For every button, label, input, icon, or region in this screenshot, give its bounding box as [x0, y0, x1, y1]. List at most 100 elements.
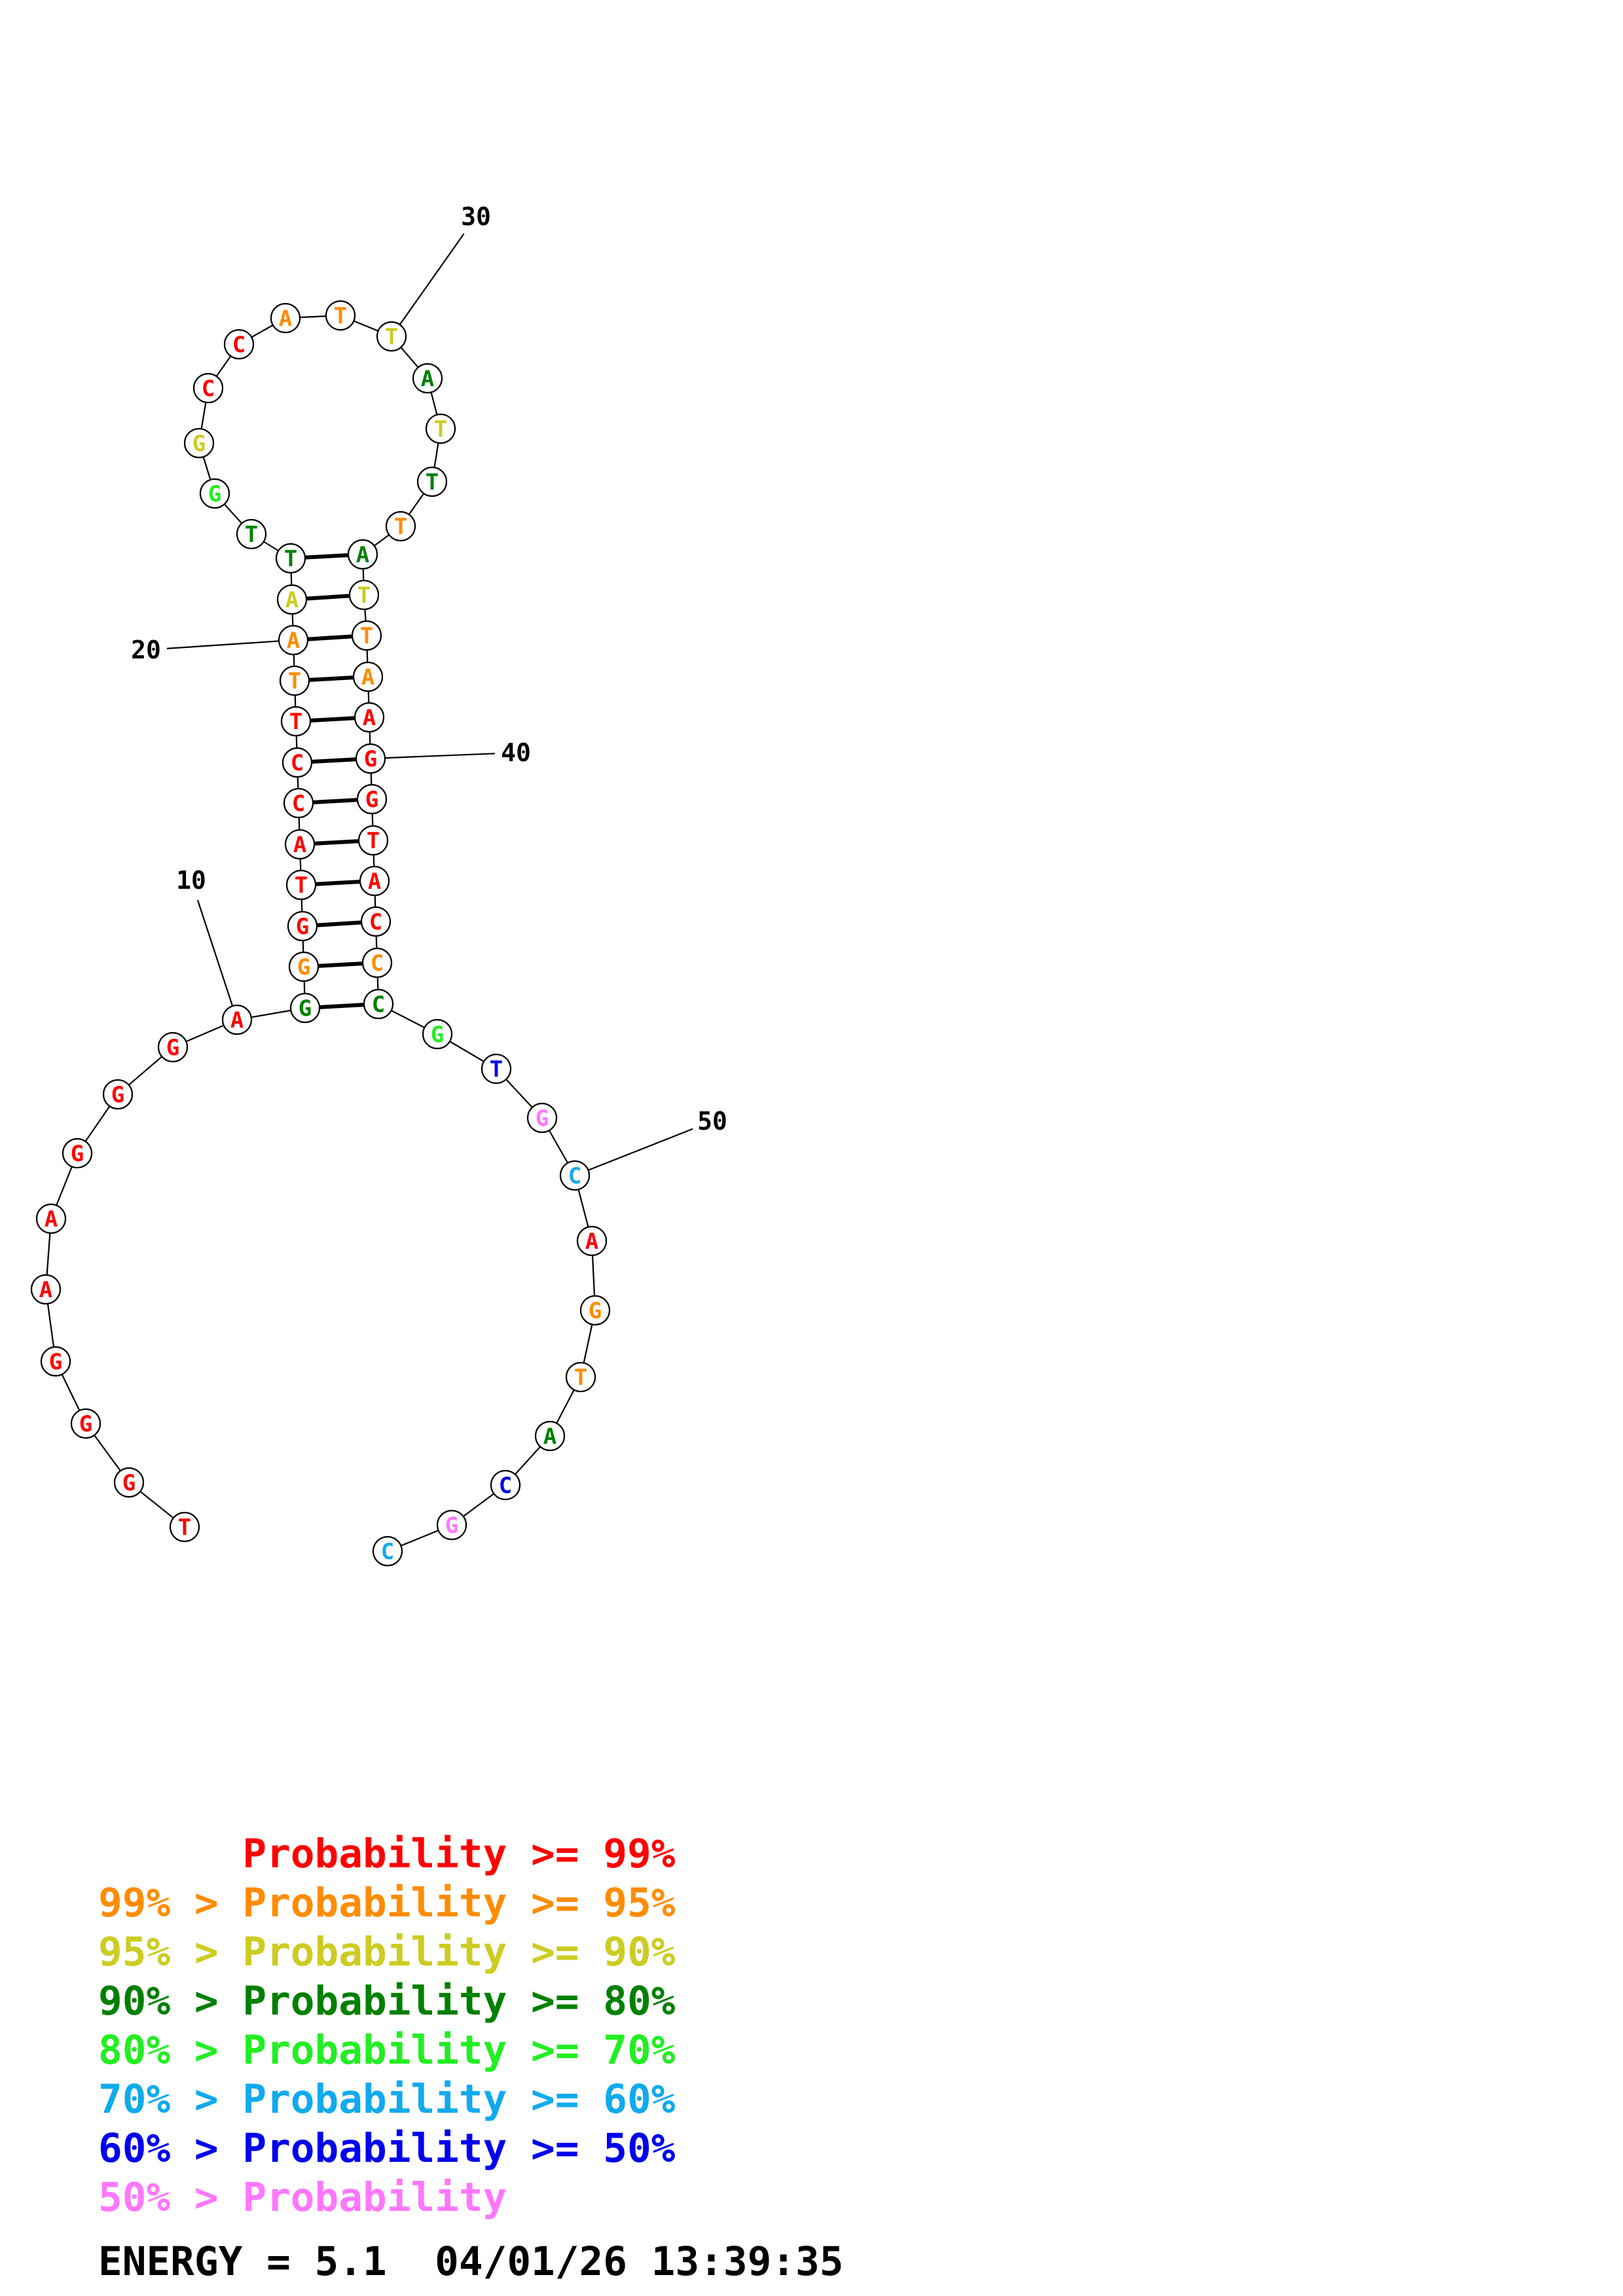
- nucleotide-letter-29: T: [334, 303, 347, 329]
- nucleotide-56: G: [436, 1509, 467, 1541]
- nucleotide-letter-31: A: [421, 366, 434, 392]
- nucleotide-7: G: [62, 1138, 93, 1169]
- nucleotide-36: T: [348, 579, 380, 611]
- nucleotide-49: G: [526, 1102, 558, 1134]
- legend-line-prob-60: 70% > Probability >= 60%: [98, 2076, 676, 2123]
- position-label-40: 40: [501, 738, 531, 767]
- nucleotide-35: A: [347, 539, 378, 570]
- nucleotide-48: T: [481, 1053, 512, 1085]
- nucleotide-circle-34: [385, 511, 416, 542]
- nucleotide-3: G: [70, 1408, 101, 1439]
- base-pair-16-41: [312, 798, 358, 804]
- nucleotide-letter-55: C: [499, 1473, 512, 1499]
- nucleotide-letter-36: T: [357, 583, 371, 609]
- nucleotide-circle-3: [70, 1408, 101, 1439]
- legend-line-prob-70: 80% > Probability >= 70%: [98, 2027, 676, 2073]
- nucleotide-letter-15: A: [293, 832, 306, 858]
- nucleotide-22: T: [275, 543, 306, 574]
- nucleotide-letter-6: A: [45, 1206, 58, 1232]
- nucleotide-circle-11: [289, 992, 321, 1024]
- nucleotide-circle-27: [223, 329, 255, 360]
- legend-line-prob-95: 99% > Probability >= 95%: [98, 1880, 676, 1926]
- base-pair-12-45: [318, 961, 363, 968]
- nucleotide-50: C: [559, 1160, 591, 1191]
- nucleotide-letter-53: T: [574, 1365, 587, 1391]
- base-pair-18-39: [310, 716, 356, 723]
- nucleotide-circle-15: [284, 829, 316, 860]
- nucleotide-circle-45: [361, 947, 393, 978]
- nucleotide-30: T: [376, 321, 407, 352]
- nucleotide-37: T: [351, 620, 382, 651]
- nucleotide-29: T: [325, 300, 356, 331]
- nucleotide-letter-1: T: [178, 1515, 191, 1541]
- base-pair-17-40: [311, 757, 357, 764]
- nucleotide-circle-13: [287, 910, 318, 942]
- nucleotide-53: T: [565, 1361, 596, 1393]
- nucleotide-letter-24: G: [208, 481, 221, 507]
- base-pair-19-38: [308, 675, 354, 682]
- nucleotide-57: C: [372, 1535, 403, 1567]
- energy-timestamp-label: ENERGY = 5.1 04/01/26 13:39:35: [98, 2238, 844, 2285]
- nucleotide-circle-23: [236, 518, 267, 550]
- legend-line-prob-90: 95% > Probability >= 90%: [98, 1929, 676, 1975]
- nucleotide-letter-50: C: [568, 1163, 581, 1189]
- nucleotide-letter-19: T: [288, 668, 301, 694]
- nucleotide-13: G: [287, 910, 318, 942]
- nucleotide-letter-26: C: [202, 376, 215, 402]
- nucleotide-45: C: [361, 947, 393, 978]
- nucleotide-14: T: [285, 869, 317, 901]
- nucleotide-letter-34: T: [394, 514, 407, 540]
- nucleotide-circle-10: [221, 1004, 253, 1035]
- nucleotide-6: A: [35, 1203, 67, 1234]
- nucleotide-circle-24: [199, 478, 230, 509]
- nucleotide-letter-11: G: [299, 996, 312, 1022]
- nucleotide-letter-33: T: [426, 469, 439, 495]
- nucleotide-circle-8: [102, 1079, 134, 1110]
- legend-line-prob-80: 90% > Probability >= 80%: [98, 1978, 676, 2024]
- nucleotide-letter-37: T: [360, 623, 373, 649]
- nucleotide-letter-51: A: [585, 1229, 598, 1255]
- nucleotide-circle-52: [579, 1295, 611, 1326]
- nucleotide-27: C: [223, 329, 255, 360]
- nucleotide-31: A: [412, 363, 443, 394]
- nucleotide-12: G: [288, 951, 319, 982]
- nucleotide-40: G: [355, 743, 386, 774]
- nucleotide-circle-53: [565, 1361, 596, 1393]
- nucleotide-letter-9: G: [166, 1035, 179, 1061]
- nucleotide-letter-2: G: [122, 1470, 136, 1496]
- nucleotide-circle-33: [416, 466, 448, 497]
- nucleotide-letter-39: A: [363, 705, 376, 731]
- nucleotide-circle-7: [62, 1138, 93, 1169]
- nucleotide-circle-39: [354, 702, 385, 733]
- position-label-10: 10: [176, 866, 206, 895]
- nucleotide-circle-55: [490, 1469, 521, 1501]
- legend-line-prob-50: 60% > Probability >= 50%: [98, 2125, 676, 2172]
- nucleotide-circle-26: [192, 372, 224, 404]
- nucleotide-42: T: [357, 825, 389, 856]
- nucleotide-39: A: [354, 702, 385, 733]
- base-pair-20-37: [307, 634, 353, 641]
- nucleotide-letter-49: G: [536, 1105, 549, 1132]
- nucleotide-letter-48: T: [490, 1056, 503, 1083]
- nucleotide-11: G: [289, 992, 321, 1024]
- nucleotide-letter-52: G: [589, 1298, 602, 1324]
- nucleotide-circle-46: [363, 988, 394, 1020]
- nucleotide-2: G: [113, 1467, 145, 1498]
- nucleotide-18: T: [280, 706, 312, 737]
- nucleotide-24: G: [199, 478, 230, 509]
- nucleotide-circle-25: [183, 427, 215, 459]
- nucleotide-letter-14: T: [295, 872, 308, 899]
- nucleotide-43: A: [359, 865, 390, 897]
- base-pair-14-43: [315, 880, 361, 886]
- nucleotide-circle-5: [30, 1274, 62, 1305]
- nucleotide-16: C: [283, 787, 314, 819]
- nucleotide-21: A: [276, 584, 308, 615]
- nucleotide-letter-57: C: [381, 1539, 394, 1565]
- nucleotide-circle-17: [282, 747, 313, 778]
- nucleotide-circle-16: [283, 787, 314, 819]
- nucleotide-17: C: [282, 747, 313, 778]
- nucleotide-47: G: [422, 1018, 453, 1050]
- nucleotide-9: G: [157, 1031, 189, 1063]
- nucleotide-circle-37: [351, 620, 382, 651]
